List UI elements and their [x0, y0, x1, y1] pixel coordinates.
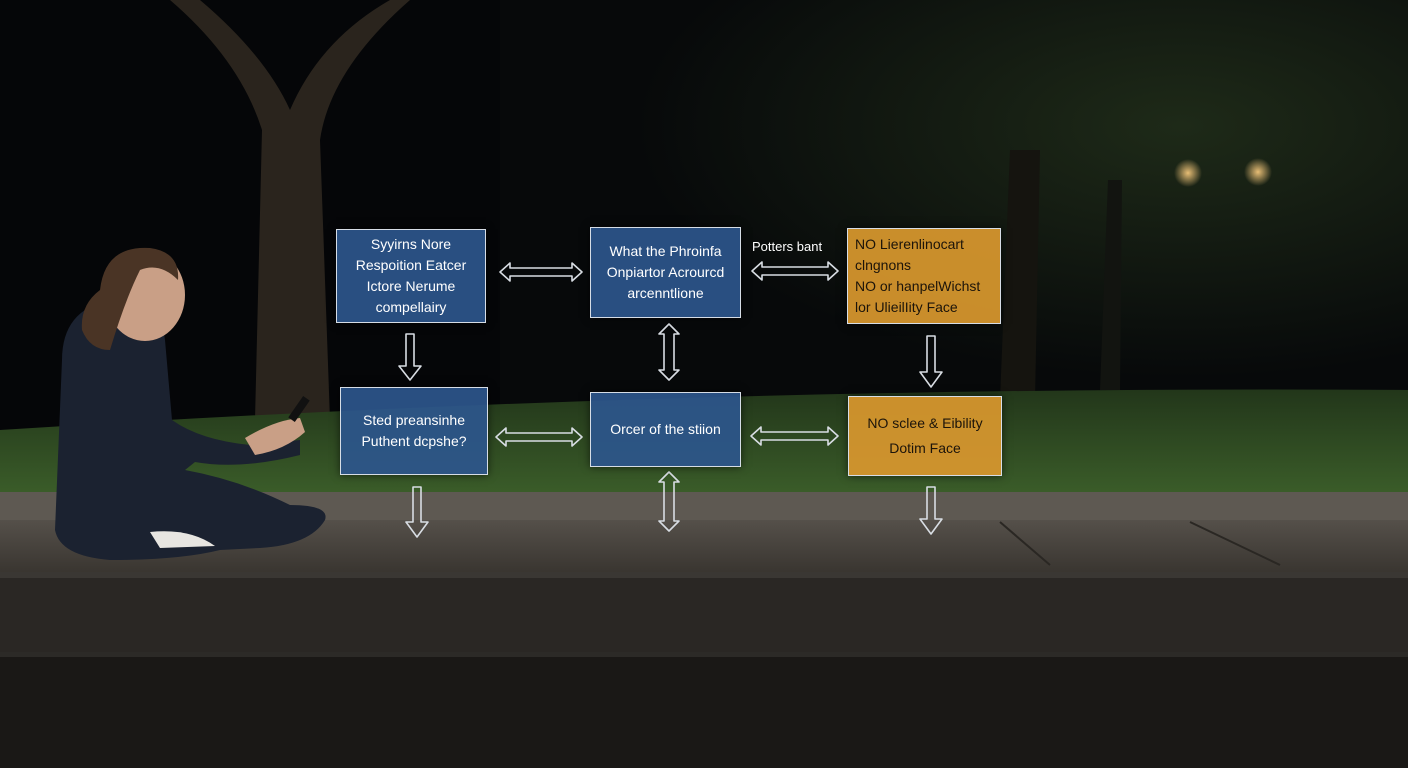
box-text-line: Respoition Eatcer [355, 257, 467, 273]
box-symptoms: Syyirns Nore Respoition Eatcer Ictore Ne… [336, 229, 486, 323]
box-text-line: lor UlieilIity Face [855, 299, 958, 315]
box-text-line: Dotim Face [889, 440, 961, 456]
box-no-lierenlinocart: NO Lierenlinocart clngnons NO or hanpelW… [847, 228, 1001, 324]
box-sted-preansinhe: Sted preansinhe Puthent dcpshe? [340, 387, 488, 475]
box-text-line: What the Phroinfa [609, 243, 722, 259]
seated-woman-figure [55, 247, 326, 560]
box-text-line: Ictore Nerume [366, 278, 456, 294]
box-text-line: compellairy [375, 299, 447, 315]
box-text-line: NO sclee & Eibility [867, 415, 983, 431]
box-what-the-phroinfa: What the Phroinfa Onpiartor Acrourcd arc… [590, 227, 741, 318]
box-text-line: Orcer of the stiion [610, 421, 721, 437]
box-text-line: NO Lierenlinocart [855, 236, 964, 252]
box-text-line: arcenntlione [627, 285, 704, 301]
box-text-line: Puthent dcpshe? [361, 433, 467, 449]
box-text-line: NO or hanpelWichst [855, 278, 981, 294]
box-text-line: Sted preansinhe [363, 412, 465, 428]
box-orcer-of-the-stiion: Orcer of the stiion [590, 392, 741, 467]
box-text-line: Syyirns Nore [370, 236, 452, 252]
box-text-line: clngnons [855, 257, 912, 273]
box-no-sclee-eibility: NO sclee & Eibility Dotim Face [848, 396, 1002, 476]
box-text-line: Onpiartor Acrourcd [606, 264, 725, 280]
edge-label: Potters bant [752, 239, 823, 254]
